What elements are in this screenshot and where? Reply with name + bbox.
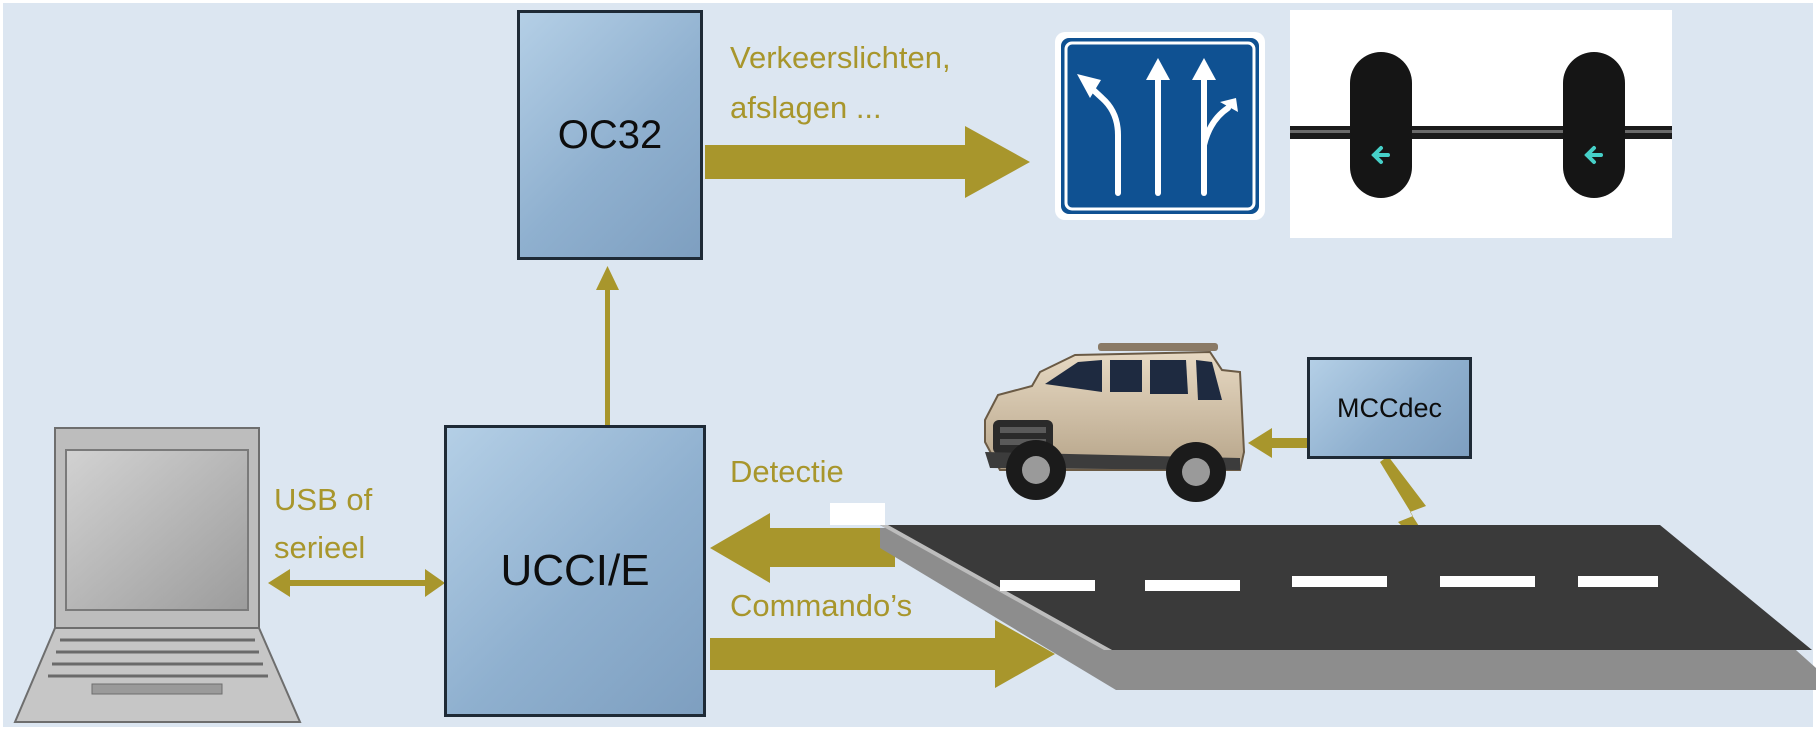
commandos-label: Commando’s — [730, 588, 913, 623]
arrow-oc32-to-signals — [705, 126, 1030, 198]
arrow-laptop-ucci — [268, 569, 445, 597]
lane-sign-icon — [1055, 32, 1265, 220]
road-icon — [830, 503, 1816, 690]
laptop-icon — [13, 427, 302, 723]
traffic-label-line2: afslagen ... — [730, 90, 882, 125]
traffic-label-line1: Verkeerslichten, — [730, 40, 951, 75]
usb-label-line1: USB of — [274, 482, 373, 517]
ucci-label: UCCI/E — [500, 546, 650, 595]
traffic-lights-icon — [1290, 10, 1672, 238]
arrow-ucci-to-oc32 — [596, 266, 619, 426]
ucci-box: UCCI/E — [444, 425, 706, 717]
arrow-commandos — [710, 620, 1055, 688]
car-icon — [984, 343, 1246, 502]
arrow-mccdec-to-car — [1248, 428, 1314, 458]
oc32-label: OC32 — [557, 112, 663, 157]
mccdec-box: MCCdec — [1307, 357, 1472, 459]
lightning-icon — [1380, 456, 1452, 578]
arrow-detectie — [710, 513, 895, 583]
oc32-box: OC32 — [517, 10, 703, 260]
usb-label-line2: serieel — [274, 530, 366, 565]
detectie-label: Detectie — [730, 454, 844, 489]
mccdec-label: MCCdec — [1336, 392, 1443, 423]
